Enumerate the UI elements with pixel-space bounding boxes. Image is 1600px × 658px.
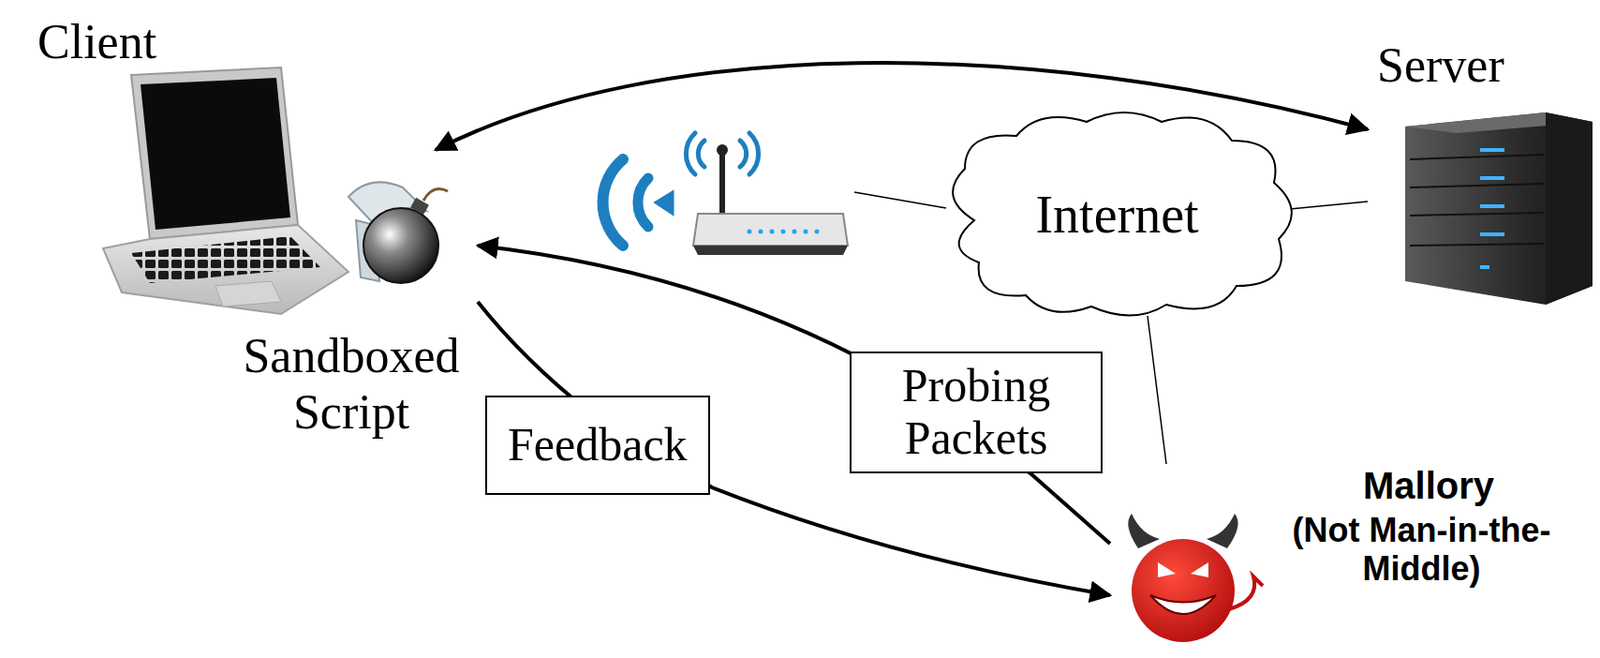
laptop-illustration: [103, 67, 349, 314]
node-label: Server: [1377, 37, 1584, 94]
malicious-script-icon: [348, 181, 448, 283]
connector: [1289, 201, 1368, 209]
script-node: Sandboxed Script: [224, 177, 478, 455]
connector: [477, 301, 1111, 595]
client-node: Client: [32, 14, 436, 319]
node-label: Sandboxed Script: [224, 327, 478, 441]
node-label: Internet: [936, 184, 1298, 245]
router-illustration: [693, 144, 848, 255]
node-label: Mallory: [1274, 463, 1584, 507]
server-illustration: [1405, 112, 1593, 305]
connector: [1147, 315, 1167, 464]
internet-cloud: Internet: [936, 107, 1298, 324]
attacker-node: Mallory(Not Man-in-the-Middle): [1110, 463, 1593, 656]
node-label: Client: [37, 14, 225, 71]
server-node: Server: [1367, 37, 1598, 310]
router-link: [854, 192, 947, 208]
edge-label-box: Feedback: [485, 395, 711, 495]
devil-illustration: [1127, 513, 1263, 642]
node-label: (Not Man-in-the-Middle): [1259, 510, 1584, 589]
edge-label-box: Probing Packets: [849, 351, 1103, 474]
